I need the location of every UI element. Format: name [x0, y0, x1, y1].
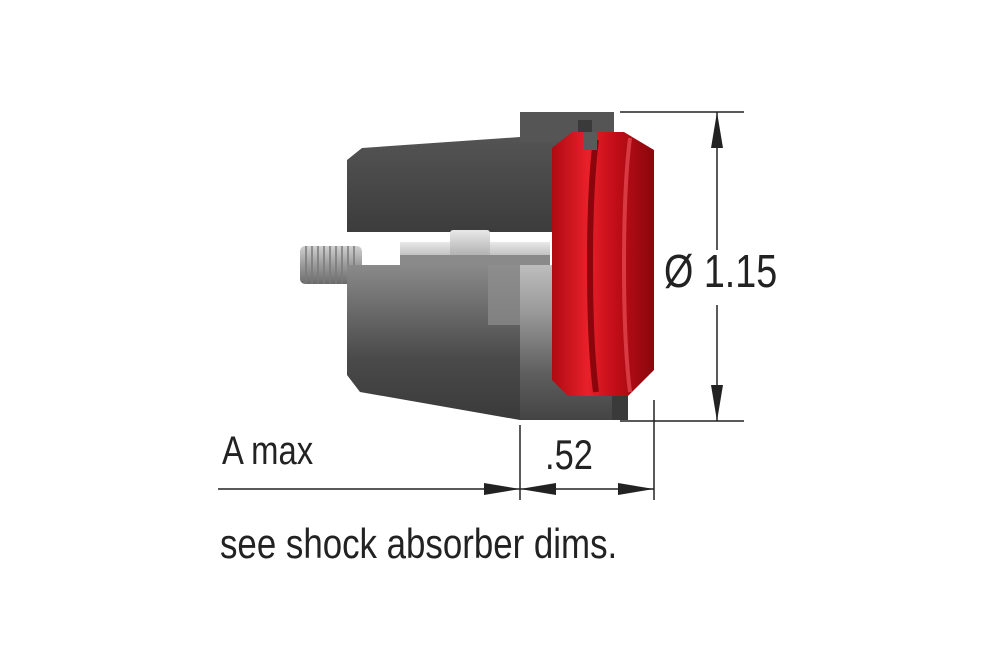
- length-label: .52: [545, 431, 593, 478]
- note-text: see shock absorber dims.: [220, 520, 618, 567]
- diameter-label: Ø 1.15: [664, 245, 778, 297]
- diameter-dimension: [620, 111, 744, 422]
- red-bumper-cap: [552, 132, 654, 396]
- length-dimension: [519, 400, 655, 500]
- a-max-label: A max: [222, 429, 314, 473]
- a-max-dimension: [218, 483, 520, 495]
- main-cylinder: [347, 265, 522, 420]
- piston-nut: [400, 230, 550, 267]
